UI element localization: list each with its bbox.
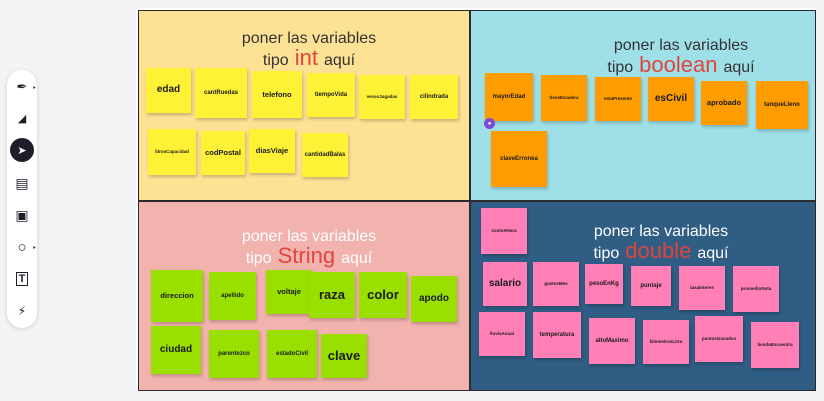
sticky-note-icon: ▤: [15, 174, 29, 191]
frame-boolean-pre: tipo: [607, 59, 634, 76]
frame-double-line1: poner las variables: [593, 223, 729, 240]
frame-string-line1: poner las variables: [241, 228, 377, 245]
text-box-icon: T: [15, 272, 29, 286]
image-icon: ▣: [15, 206, 29, 223]
sticky-note[interactable]: tiendaEncuentra: [751, 322, 799, 368]
select-cursor-icon: ➤: [17, 144, 27, 157]
sticky-note[interactable]: tanqueLleno: [756, 81, 808, 129]
shape-tool[interactable]: ○ ▸: [10, 235, 36, 259]
frame-string[interactable]: poner las variables tipo String aquí direc…: [138, 201, 470, 391]
sticky-note[interactable]: tieneEscalera: [541, 75, 587, 121]
frame-int-pre: tipo: [262, 52, 289, 69]
sticky-note[interactable]: apellido: [209, 272, 256, 320]
collaborator-cursor-icon: ●: [484, 118, 495, 129]
frame-boolean-line1: poner las variables: [613, 37, 749, 54]
frame-string-pre: tipo: [245, 250, 272, 267]
sticky-note[interactable]: raza: [309, 272, 355, 318]
sticky-note[interactable]: mayorEdad: [485, 73, 533, 121]
frame-boolean-post: aquí: [723, 59, 755, 76]
sticky-note[interactable]: estaPresente: [595, 77, 641, 121]
eraser-icon: ◢: [17, 112, 27, 125]
frame-boolean[interactable]: poner las variables tipo boolean aquí mayo…: [470, 10, 816, 201]
sticky-note[interactable]: pesoEnKg: [585, 264, 623, 304]
sticky-note[interactable]: vecesJugadas: [359, 75, 405, 119]
sticky-note[interactable]: puntosGanados: [695, 316, 743, 362]
sticky-note[interactable]: parentezco: [209, 330, 259, 378]
sticky-note[interactable]: claveErronea: [491, 131, 547, 187]
frame-string-type: String: [277, 243, 336, 268]
chevron-right-icon: ▸: [32, 245, 36, 251]
select-tool[interactable]: ➤: [10, 138, 34, 162]
sticky-note[interactable]: lluviaAnual: [479, 312, 525, 356]
sticky-note[interactable]: esCivil: [648, 77, 694, 121]
sticky-note[interactable]: puntaje: [631, 266, 671, 306]
frame-boolean-type: boolean: [639, 52, 718, 77]
sticky-note[interactable]: altoMaximo: [589, 318, 635, 364]
eraser-tool[interactable]: ◢: [10, 106, 34, 130]
sticky-note[interactable]: cantidadBalas: [302, 133, 348, 177]
frame-boolean-heading: poner las variables tipo boolean aquí: [581, 38, 781, 76]
sticky-note[interactable]: promedioNota: [733, 266, 779, 312]
sticky-note[interactable]: apodo: [411, 276, 457, 322]
image-tool[interactable]: ▣: [10, 203, 34, 227]
frame-int-type: int: [294, 45, 318, 70]
sticky-note[interactable]: clave: [321, 334, 367, 378]
frame-double-post: aquí: [697, 245, 729, 262]
sticky-note[interactable]: aprobado: [701, 81, 747, 125]
sticky-note[interactable]: costoXHora: [481, 208, 527, 254]
pen-tool[interactable]: ✒ ▸: [10, 75, 36, 99]
text-tool[interactable]: T: [10, 267, 34, 291]
sticky-note[interactable]: edad: [146, 68, 191, 113]
frame-double[interactable]: poner las variables tipo double aquí costo…: [470, 201, 816, 391]
sticky-note[interactable]: color: [359, 272, 407, 318]
frame-double-type: double: [625, 238, 692, 263]
sticky-note-tool[interactable]: ▤: [10, 171, 34, 195]
actions-tool[interactable]: ⚡: [10, 299, 34, 323]
frame-string-heading: poner las variables tipo String aquí: [199, 229, 419, 267]
frame-string-post: aquí: [341, 250, 373, 267]
frame-double-heading: poner las variables tipo double aquí: [561, 224, 761, 262]
sticky-note[interactable]: tasaInteres: [679, 266, 725, 310]
frame-int-post: aquí: [323, 52, 356, 69]
sticky-note[interactable]: diasViaje: [249, 129, 295, 173]
sticky-note[interactable]: ciudad: [151, 326, 201, 374]
sticky-note[interactable]: telefono: [252, 71, 302, 118]
pen-icon: ✒: [16, 79, 28, 94]
chevron-right-icon: ▸: [32, 85, 36, 91]
frame-double-pre: tipo: [593, 245, 620, 262]
sticky-note[interactable]: estadoCivil: [267, 330, 317, 378]
frame-int-line1: poner las variables: [241, 30, 377, 47]
sticky-note[interactable]: direccion: [151, 270, 203, 322]
sticky-note[interactable]: codPostal: [201, 131, 245, 175]
lightning-icon: ⚡: [17, 304, 27, 318]
sticky-note[interactable]: temperatura: [533, 312, 581, 358]
sticky-note[interactable]: kilometrosLitro: [643, 320, 689, 364]
sticky-note[interactable]: tiempoVida: [307, 73, 355, 117]
tool-palette: ✒ ▸ ◢ ➤ ▤ ▣ ○ ▸ T ⚡: [7, 70, 37, 328]
shape-circle-icon: ○: [17, 238, 27, 256]
sticky-note[interactable]: salario: [483, 262, 527, 306]
sticky-note[interactable]: voltaje: [266, 270, 312, 314]
sticky-note[interactable]: gastosMes: [533, 262, 579, 306]
sticky-note[interactable]: litrosCapacidad: [148, 129, 196, 175]
sticky-note[interactable]: cilindrada: [410, 75, 458, 119]
sticky-note[interactable]: cantRuedas: [195, 68, 247, 118]
